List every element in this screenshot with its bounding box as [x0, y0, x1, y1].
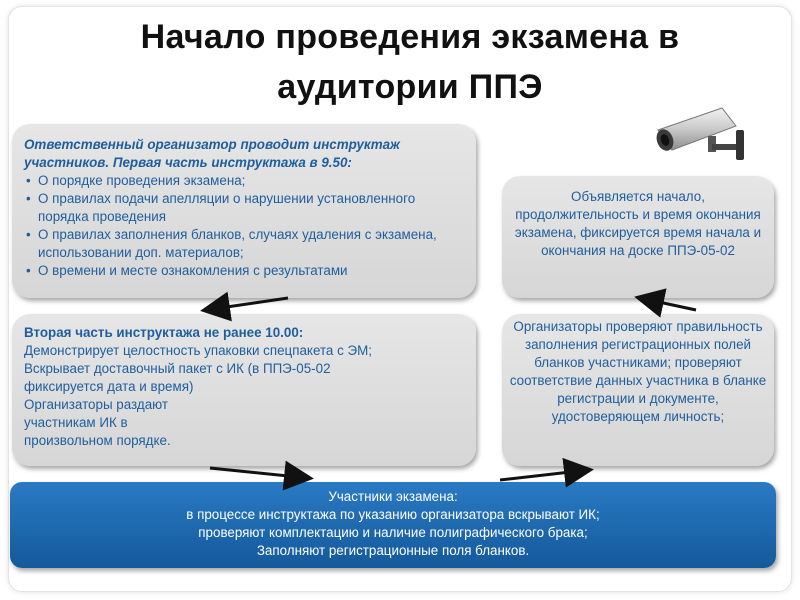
list-item: О правилах подачи апелляции о нарушении … — [26, 190, 462, 226]
participants-bar: Участники экзамена: в процессе инструкта… — [10, 482, 776, 568]
instruction-part1-header: Ответственный организатор проводит инстр… — [24, 137, 400, 170]
registration-check-text: Организаторы проверяют правильность запо… — [509, 319, 767, 424]
list-item: О порядке проведения экзамена; — [26, 172, 462, 190]
arrow-box3-to-bar — [209, 460, 314, 491]
slide-title: Начало проведения экзамена в аудитории П… — [140, 18, 680, 106]
arrow-box2-to-box3 — [200, 291, 289, 322]
participants-line: проверяют комплектацию и наличие полигра… — [198, 525, 588, 540]
instruction-part2-line: Вскрывает доставочный пакет с ИК (в ППЭ-… — [24, 361, 331, 394]
arrow-bar-to-box4 — [499, 457, 594, 488]
list-item: О времени и месте ознакомления с результ… — [26, 262, 462, 280]
instruction-part2-box: Вторая часть инструктажа не ранее 10.00:… — [12, 314, 476, 466]
security-camera-icon — [656, 107, 744, 160]
participants-line: Участники экзамена: — [328, 489, 458, 504]
registration-check-box: Организаторы проверяют правильность запо… — [502, 314, 774, 466]
list-item: О правилах заполнения бланков, случаях у… — [26, 226, 462, 262]
instruction-part2-header: Вторая часть инструктажа не ранее 10.00: — [24, 325, 304, 340]
arrow-box3-to-box4 — [634, 288, 697, 318]
exam-start-box: Объявляется начало, продолжительность и … — [502, 176, 774, 298]
instruction-part1-list: О порядке проведения экзамена; О правила… — [24, 172, 462, 280]
instruction-part1-box: Ответственный организатор проводит инстр… — [12, 124, 476, 298]
instruction-part2-line: Организаторы раздают участникам ИК в про… — [24, 397, 171, 448]
participants-line: Заполняют регистрационные поля бланков. — [256, 543, 530, 558]
participants-line: в процессе инструктажа по указанию орган… — [186, 507, 600, 522]
instruction-part2-line: Демонстрирует целостность упаковки спецп… — [24, 343, 373, 358]
exam-start-text: Объявляется начало, продолжительность и … — [514, 189, 762, 258]
